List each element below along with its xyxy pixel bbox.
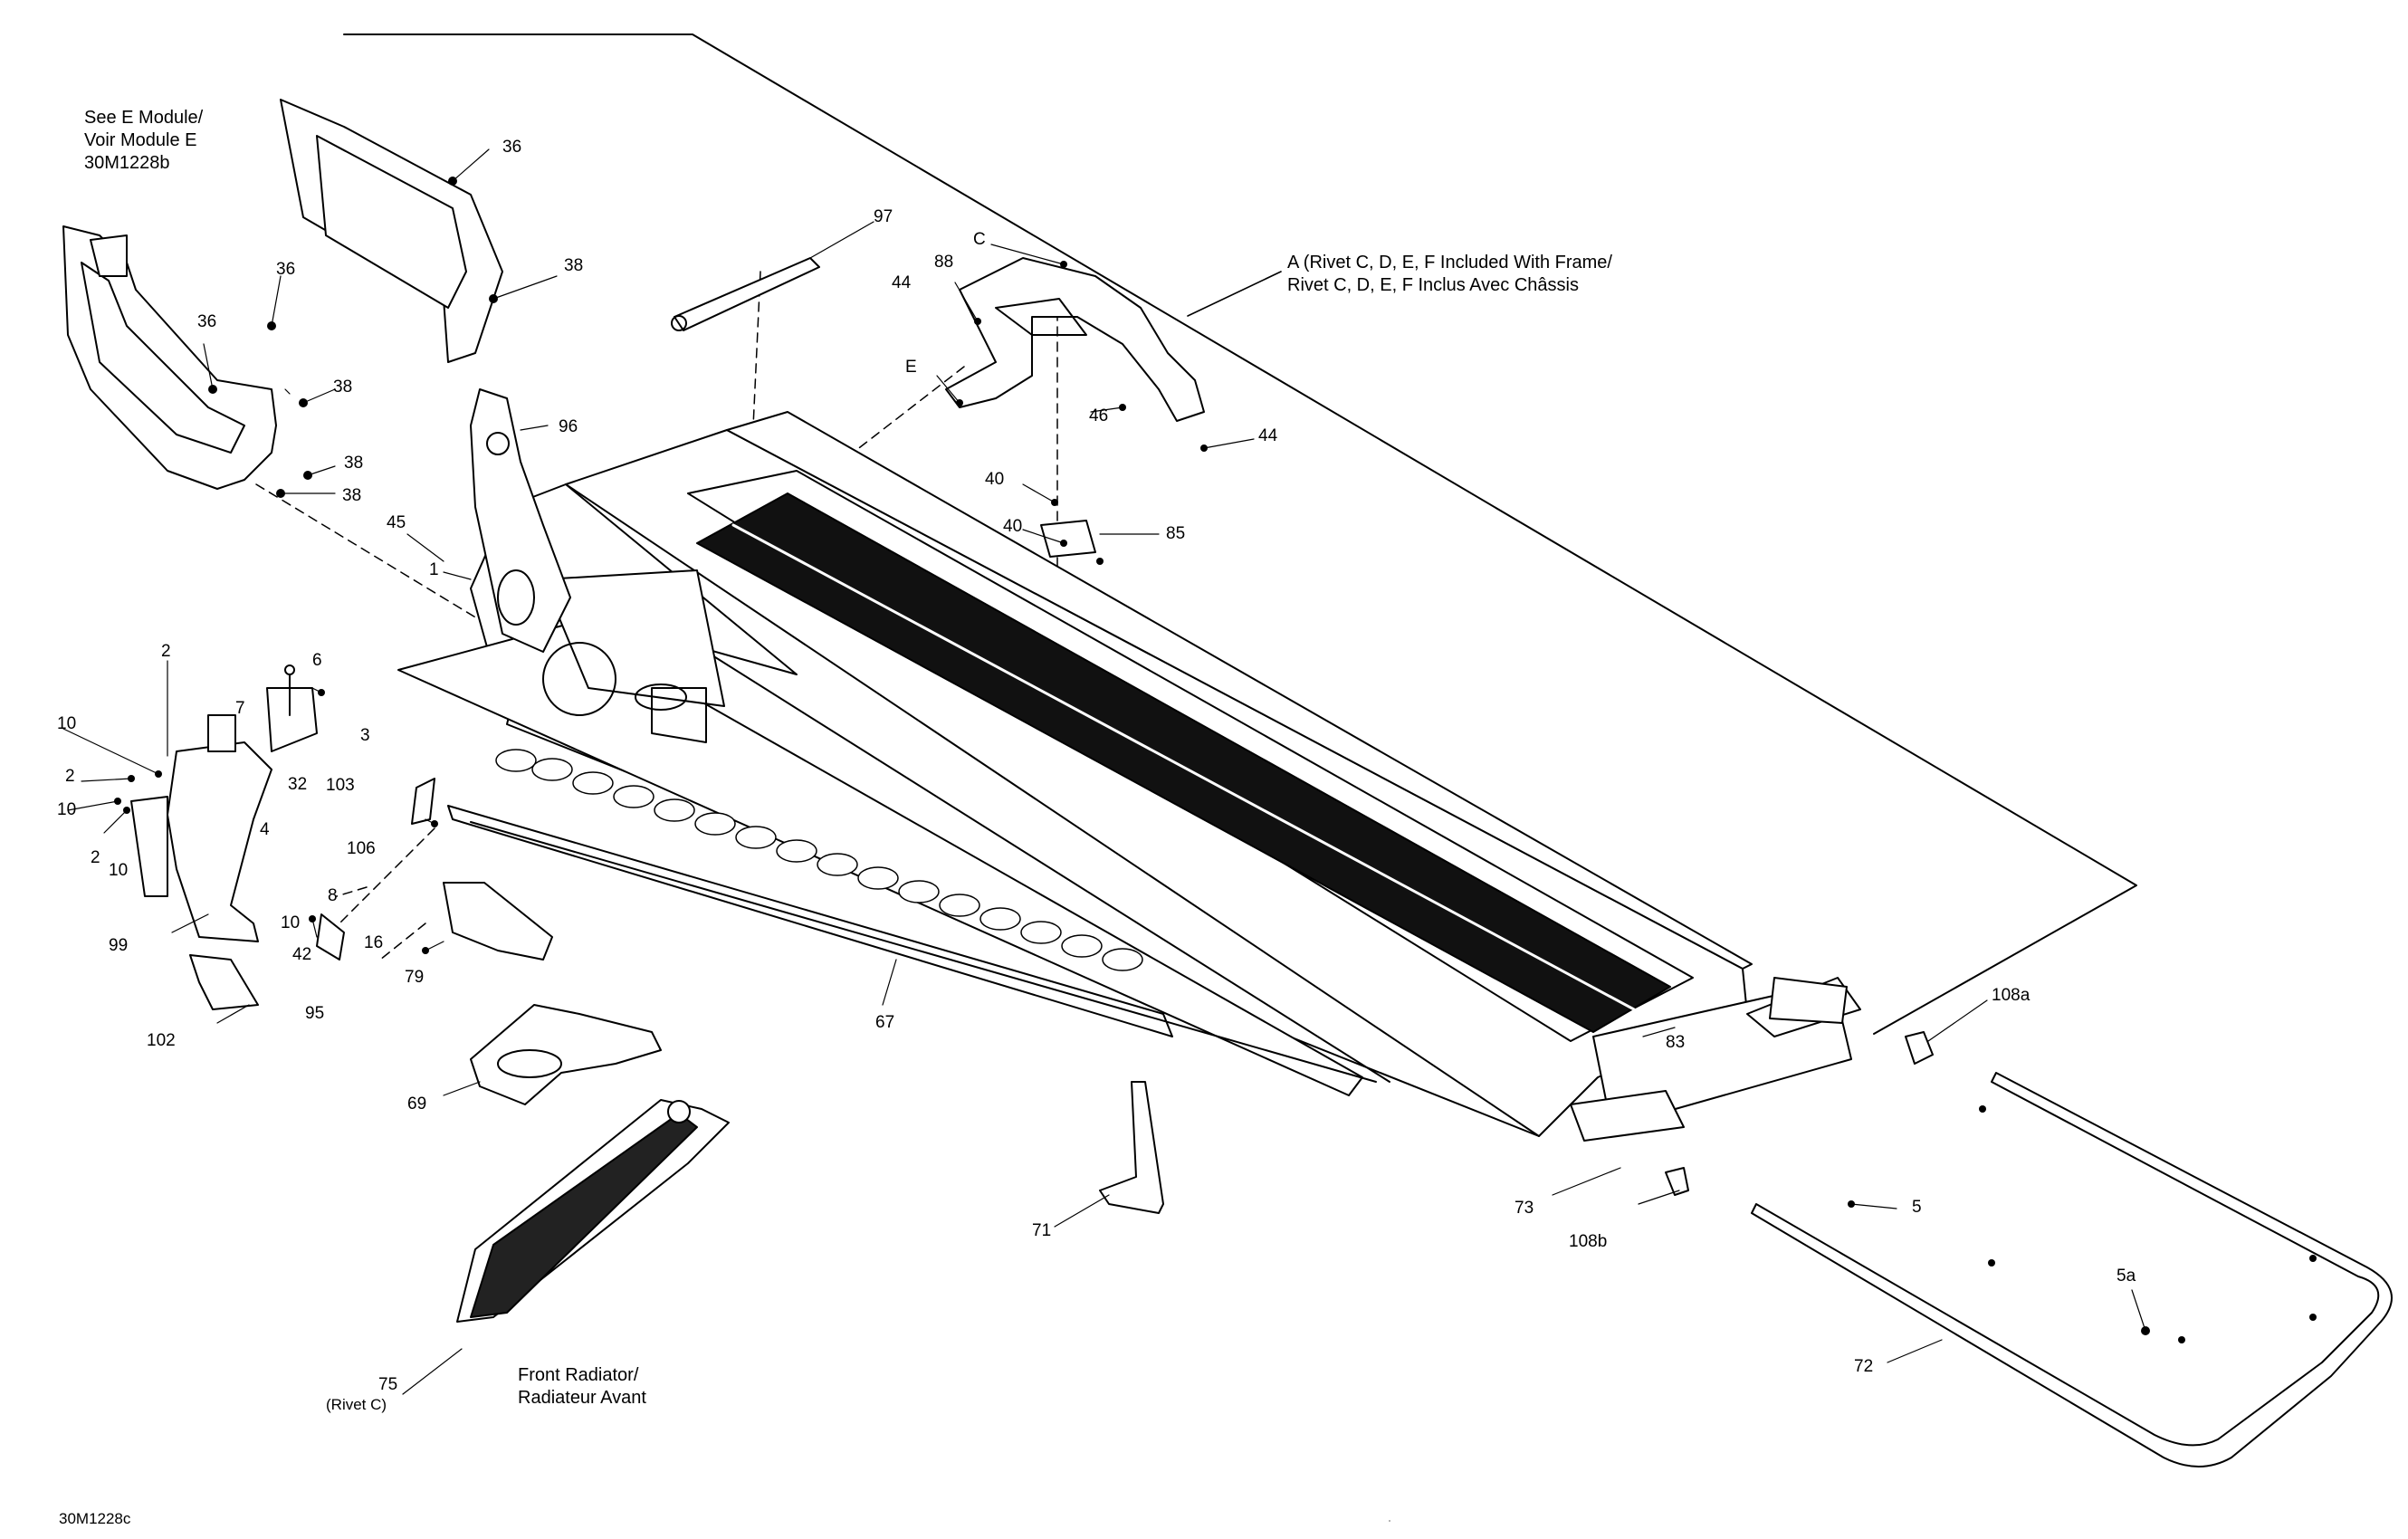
callout-97: 97 — [874, 207, 893, 226]
callout-99: 99 — [109, 936, 129, 955]
callout-10: 10 — [109, 861, 129, 880]
callout-83: 83 — [1666, 1033, 1686, 1052]
radiator-note-line2: Radiateur Avant — [518, 1388, 646, 1408]
callout-16: 16 — [364, 933, 384, 952]
callout-2: 2 — [161, 642, 171, 661]
callout-7: 7 — [235, 699, 245, 718]
callout-36: 36 — [502, 138, 522, 157]
bracket-85 — [1040, 520, 1096, 558]
callout-73: 73 — [1515, 1199, 1534, 1218]
callout-72: 72 — [1854, 1357, 1874, 1376]
callout-44: 44 — [892, 273, 912, 292]
callout-88: 88 — [934, 253, 954, 272]
rivet-c-note: (Rivet C) — [326, 1396, 387, 1413]
callout-102: 102 — [147, 1031, 176, 1050]
callout-5: 5 — [1912, 1198, 1922, 1217]
callout-38: 38 — [564, 256, 584, 275]
callout-46: 46 — [1089, 406, 1109, 425]
footrest-parts — [316, 778, 553, 961]
steering-rod-97 — [674, 257, 820, 331]
bumper-clips — [1665, 1031, 1934, 1196]
e-module-note: See E Module/ Voir Module E 30M1228b — [84, 107, 203, 175]
upper-steering-support — [945, 257, 1205, 422]
callout-e: E — [905, 358, 917, 377]
callout-4: 4 — [260, 820, 270, 839]
radiator-note: Front Radiator/ Radiateur Avant — [518, 1364, 646, 1410]
left-bracket-assembly — [130, 664, 318, 1010]
e-module-note-line3: 30M1228b — [84, 153, 170, 173]
frame-note-line1: A (Rivet C, D, E, F Included With Frame/ — [1287, 253, 1612, 272]
callout-2: 2 — [91, 848, 100, 867]
callout-36: 36 — [276, 260, 296, 279]
running-board — [470, 1004, 662, 1105]
callout-leaders — [62, 148, 2146, 1522]
radiator-note-line1: Front Radiator/ — [518, 1365, 639, 1385]
callout-36: 36 — [197, 312, 217, 331]
callout-38: 38 — [342, 486, 362, 505]
callout-c: C — [973, 230, 986, 249]
frame-group-bracket — [343, 33, 2137, 1035]
callout-95: 95 — [305, 1004, 325, 1023]
callout-3: 3 — [360, 726, 370, 745]
callout-69: 69 — [407, 1095, 427, 1114]
side-rail — [447, 805, 1173, 1037]
callout-45: 45 — [387, 513, 406, 532]
callout-38: 38 — [333, 378, 353, 397]
callout-96: 96 — [559, 417, 578, 436]
callout-6: 6 — [312, 651, 322, 670]
callout-106: 106 — [347, 839, 376, 858]
rear-bumper — [1751, 1072, 2393, 1467]
callout-44: 44 — [1258, 426, 1278, 445]
callout-67: 67 — [875, 1013, 895, 1032]
callout-40: 40 — [985, 470, 1005, 489]
callout-108a: 108a — [1992, 986, 2031, 1005]
callout-32: 32 — [288, 775, 308, 794]
callout-8: 8 — [328, 886, 338, 905]
frame-note: A (Rivet C, D, E, F Included With Frame/… — [1287, 252, 1612, 297]
callout-38: 38 — [344, 454, 364, 473]
e-module-note-line2: Voir Module E — [84, 130, 197, 150]
front-frame-module — [62, 99, 503, 490]
rear-bracket-71 — [1099, 1081, 1164, 1214]
callout-42: 42 — [292, 945, 312, 964]
callout-10: 10 — [281, 913, 301, 932]
figure-reference: 30M1228c — [59, 1510, 131, 1527]
callout-10: 10 — [57, 714, 77, 733]
callout-5a: 5a — [2117, 1267, 2136, 1286]
callout-103: 103 — [326, 776, 355, 795]
callout-40: 40 — [1003, 517, 1023, 536]
callout-79: 79 — [405, 968, 425, 987]
callout-1: 1 — [429, 560, 439, 579]
callout-71: 71 — [1032, 1221, 1052, 1240]
callout-85: 85 — [1166, 524, 1186, 543]
hardware-fasteners — [114, 177, 2317, 1343]
callout-2: 2 — [65, 767, 75, 786]
frame-cutouts — [495, 749, 1143, 971]
e-module-note-line1: See E Module/ — [84, 108, 204, 128]
callout-10: 10 — [57, 800, 77, 819]
frame-note-line2: Rivet C, D, E, F Inclus Avec Châssis — [1287, 275, 1579, 295]
callout-75: 75 — [378, 1375, 398, 1394]
callout-108b: 108b — [1569, 1232, 1608, 1251]
front-radiator — [456, 1099, 730, 1323]
